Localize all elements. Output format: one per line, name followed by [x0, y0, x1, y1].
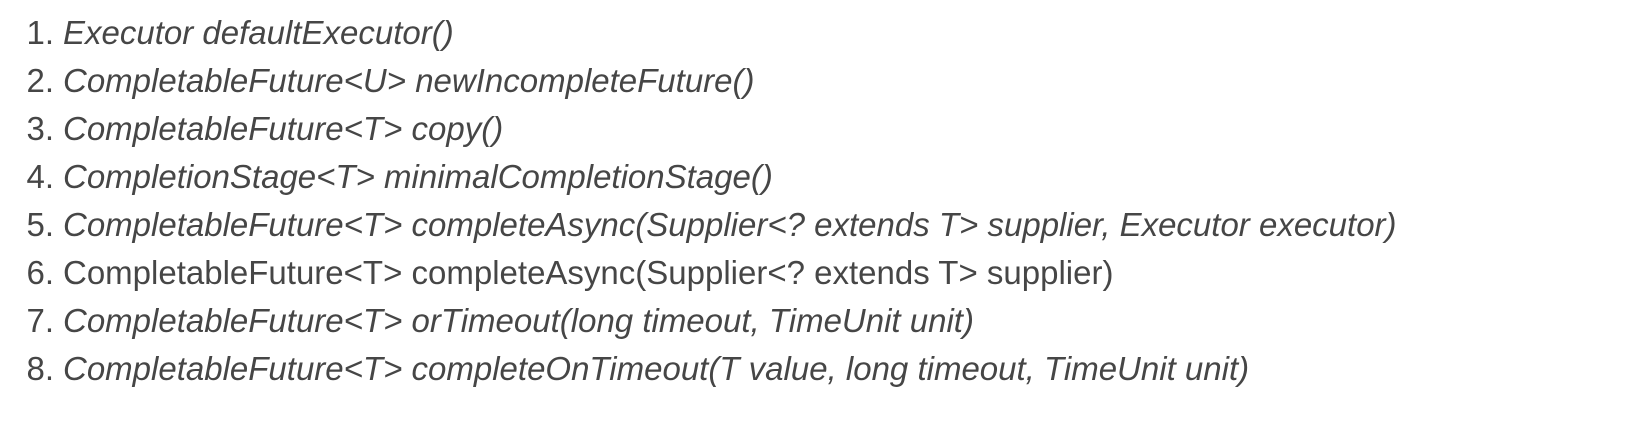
method-signature: CompletableFuture<T> copy(): [63, 110, 504, 147]
list-item: 3. CompletableFuture<T> copy(): [10, 105, 1630, 153]
list-item-number: 8.: [26, 350, 54, 387]
list-item-number: 2.: [26, 62, 54, 99]
list-item: 6. CompletableFuture<T> completeAsync(Su…: [10, 249, 1630, 297]
method-signature: CompletableFuture<T> completeAsync(Suppl…: [63, 206, 1397, 243]
method-signature-list: 1. Executor defaultExecutor() 2. Complet…: [10, 9, 1630, 393]
list-item: 1. Executor defaultExecutor(): [10, 9, 1630, 57]
list-item: 7. CompletableFuture<T> orTimeout(long t…: [10, 297, 1630, 345]
list-item-number: 3.: [26, 110, 54, 147]
method-signature: CompletableFuture<T> completeOnTimeout(T…: [63, 350, 1250, 387]
list-item: 5. CompletableFuture<T> completeAsync(Su…: [10, 201, 1630, 249]
method-signature: CompletionStage<T> minimalCompletionStag…: [63, 158, 773, 195]
list-item: 2. CompletableFuture<U> newIncompleteFut…: [10, 57, 1630, 105]
list-item-number: 5.: [26, 206, 54, 243]
method-signature: Executor defaultExecutor(): [63, 14, 454, 51]
list-item-number: 4.: [26, 158, 54, 195]
list-item-number: 1.: [26, 14, 54, 51]
method-signature: CompletableFuture<T> completeAsync(Suppl…: [63, 254, 1114, 291]
method-signature: CompletableFuture<U> newIncompleteFuture…: [63, 62, 755, 99]
method-signature: CompletableFuture<T> orTimeout(long time…: [63, 302, 974, 339]
list-item-number: 7.: [26, 302, 54, 339]
list-item-number: 6.: [26, 254, 54, 291]
list-item: 8. CompletableFuture<T> completeOnTimeou…: [10, 345, 1630, 393]
list-item: 4. CompletionStage<T> minimalCompletionS…: [10, 153, 1630, 201]
